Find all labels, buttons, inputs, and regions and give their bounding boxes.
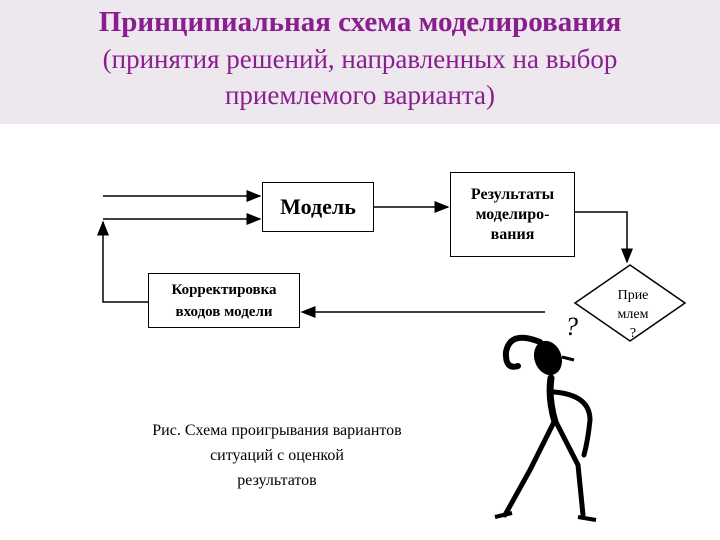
- decision-line-1: Прие: [617, 288, 649, 303]
- correction-loop-line: [97, 220, 148, 303]
- title-line-3: приемлемого варианта): [224, 80, 496, 110]
- model-box: Модель: [262, 182, 374, 232]
- results-to-decision-line: [575, 211, 633, 264]
- decision-line-2: млем: [617, 307, 649, 322]
- results-line-1: Результаты: [470, 185, 555, 203]
- results-line-2: моделиро-: [475, 205, 550, 223]
- decision-diamond: [573, 264, 687, 342]
- title-line-2: (принятия решений, направленных на выбор: [102, 44, 618, 74]
- title-line-1: Принципиальная схема моделирования: [98, 6, 622, 38]
- decision-line-3: ?: [629, 326, 637, 338]
- model-label: Модель: [280, 194, 356, 219]
- results-box: Результаты моделиро- вания: [450, 172, 575, 257]
- results-line-3: вания: [490, 225, 535, 243]
- decision-label: Прие млем ?: [606, 286, 660, 338]
- correction-line-2: входов модели: [175, 303, 273, 320]
- question-mark: ?: [565, 312, 578, 341]
- thinking-person-icon: [494, 334, 597, 522]
- title-band: Принципиальная схема моделирования (прин…: [0, 0, 720, 124]
- caption-line-3: результатов: [237, 472, 317, 489]
- caption-line-1: Рис. Схема проигрывания вариантов: [152, 422, 402, 439]
- caption-line-2: ситуаций с оценкой: [210, 447, 344, 464]
- figure-caption: Рис. Схема проигрывания вариантов ситуац…: [108, 418, 446, 493]
- correction-box: Корректировка входов модели: [148, 273, 300, 328]
- correction-line-1: Корректировка: [171, 281, 277, 298]
